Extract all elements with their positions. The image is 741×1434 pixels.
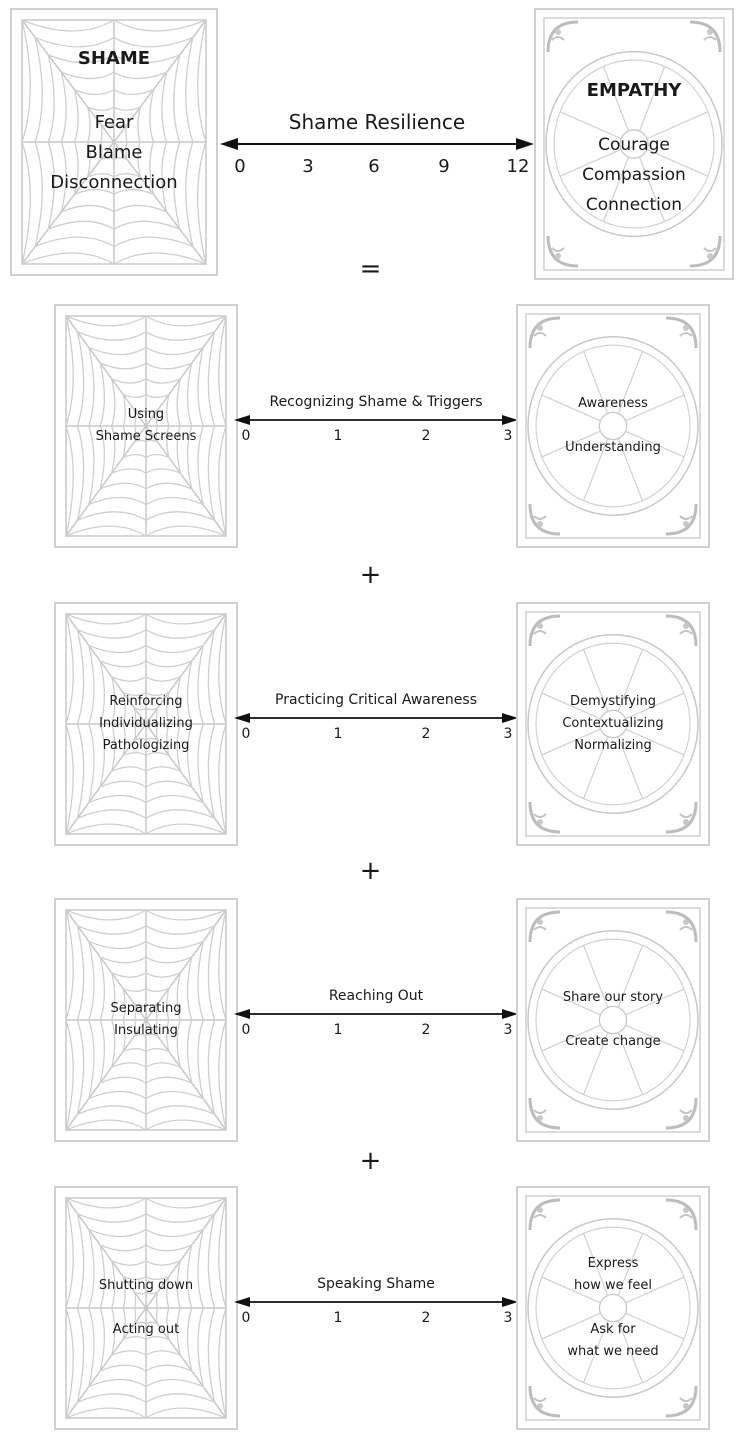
speaking-shame-empathy-line: Ask for: [590, 1322, 636, 1337]
tick-0: 0: [234, 156, 246, 177]
recognizing-empathy-line: [518, 415, 708, 437]
main-row: SHAME Fear Blame Disconnection Shame Res…: [0, 0, 741, 280]
speaking-shame-tick: 1: [333, 1310, 343, 1326]
reaching-out-empathy-line: Create change: [565, 1034, 661, 1049]
reaching-out-tick: 0: [241, 1022, 251, 1038]
empathy-line-compassion: Compassion: [582, 165, 686, 185]
equals-sign: =: [359, 254, 382, 284]
shame-line-blame: Blame: [85, 142, 143, 163]
tick-12: 12: [506, 156, 530, 177]
empathy-title: EMPATHY: [586, 80, 682, 101]
critical-awareness-empathy-line: Normalizing: [574, 738, 652, 753]
speaking-shame-tick: 0: [241, 1310, 251, 1326]
shame-title: SHAME: [77, 48, 151, 69]
tick-6: 6: [368, 156, 380, 177]
plus-sign: +: [359, 856, 382, 886]
reaching-out-tick: 2: [421, 1022, 431, 1038]
shame-resilience-scale: Shame Resilience 0 3 6 9 12: [218, 100, 536, 190]
recognizing-tick: 1: [333, 428, 343, 444]
critical-awareness-shame-line: Pathologizing: [102, 738, 190, 753]
speaking-shame-tick: 2: [421, 1310, 431, 1326]
speaking-shame-shame-line: [56, 1297, 236, 1319]
recognizing-empathy-line: Awareness: [578, 396, 648, 411]
critical-awareness-scale: Practicing Critical Awareness 0 1 2 3: [232, 678, 520, 758]
empathy-card: [534, 8, 734, 280]
reaching-out-scale-title: Reaching Out: [328, 988, 424, 1004]
reaching-out-tick: 3: [503, 1022, 513, 1038]
empathy-line-connection: Connection: [585, 195, 683, 215]
speaking-shame-empathy-line: how we feel: [574, 1278, 652, 1293]
reaching-out-shame-line: Insulating: [114, 1023, 178, 1038]
critical-awareness-empathy-line: Demystifying: [570, 694, 656, 709]
speaking-shame-empathy-line: [518, 1297, 708, 1319]
tick-9: 9: [438, 156, 450, 177]
speaking-shame-shame-line: Shutting down: [98, 1278, 194, 1293]
recognizing-tick: 2: [421, 428, 431, 444]
shame-card: [10, 8, 218, 276]
speaking-shame-empathy-line: Express: [587, 1256, 639, 1271]
critical-awareness-scale-title: Practicing Critical Awareness: [275, 692, 477, 708]
recognizing-tick: 0: [241, 428, 251, 444]
reaching-out-tick: 1: [333, 1022, 343, 1038]
tick-3: 3: [302, 156, 314, 177]
speaking-shame-scale: Speaking Shame 0 1 2 3: [232, 1262, 520, 1342]
shame-line-disconnection: Disconnection: [50, 172, 178, 193]
recognizing-scale-title: Recognizing Shame & Triggers: [269, 394, 483, 410]
critical-awareness-tick: 0: [241, 726, 251, 742]
shame-line-fear: Fear: [94, 112, 134, 133]
critical-awareness-shame-line: Reinforcing: [109, 694, 183, 709]
speaking-shame-tick: 3: [503, 1310, 513, 1326]
recognizing-shame-line: Using: [127, 407, 165, 422]
reaching-out-empathy-line: Share our story: [562, 990, 664, 1005]
recognizing-scale: Recognizing Shame & Triggers 0 1 2 3: [232, 380, 520, 460]
critical-awareness-tick: 2: [421, 726, 431, 742]
speaking-shame-shame-line: Acting out: [112, 1322, 180, 1337]
critical-awareness-empathy-line: Contextualizing: [562, 716, 664, 731]
scale-title: Shame Resilience: [288, 110, 466, 134]
recognizing-shame-line: Shame Screens: [95, 429, 197, 444]
reaching-out-shame-line: Separating: [110, 1001, 182, 1016]
reaching-out-empathy-line: [518, 1009, 708, 1031]
scale-arrow: [220, 138, 534, 150]
speaking-shame-empathy-line: what we need: [567, 1344, 659, 1359]
empathy-line-courage: Courage: [598, 135, 670, 155]
plus-sign: +: [359, 560, 382, 590]
critical-awareness-tick: 3: [503, 726, 513, 742]
critical-awareness-shame-line: Individualizing: [99, 716, 193, 731]
critical-awareness-tick: 1: [333, 726, 343, 742]
plus-sign: +: [359, 1146, 382, 1176]
speaking-shame-scale-title: Speaking Shame: [317, 1276, 435, 1292]
recognizing-tick: 3: [503, 428, 513, 444]
reaching-out-scale: Reaching Out 0 1 2 3: [232, 974, 520, 1054]
recognizing-empathy-line: Understanding: [565, 440, 661, 455]
